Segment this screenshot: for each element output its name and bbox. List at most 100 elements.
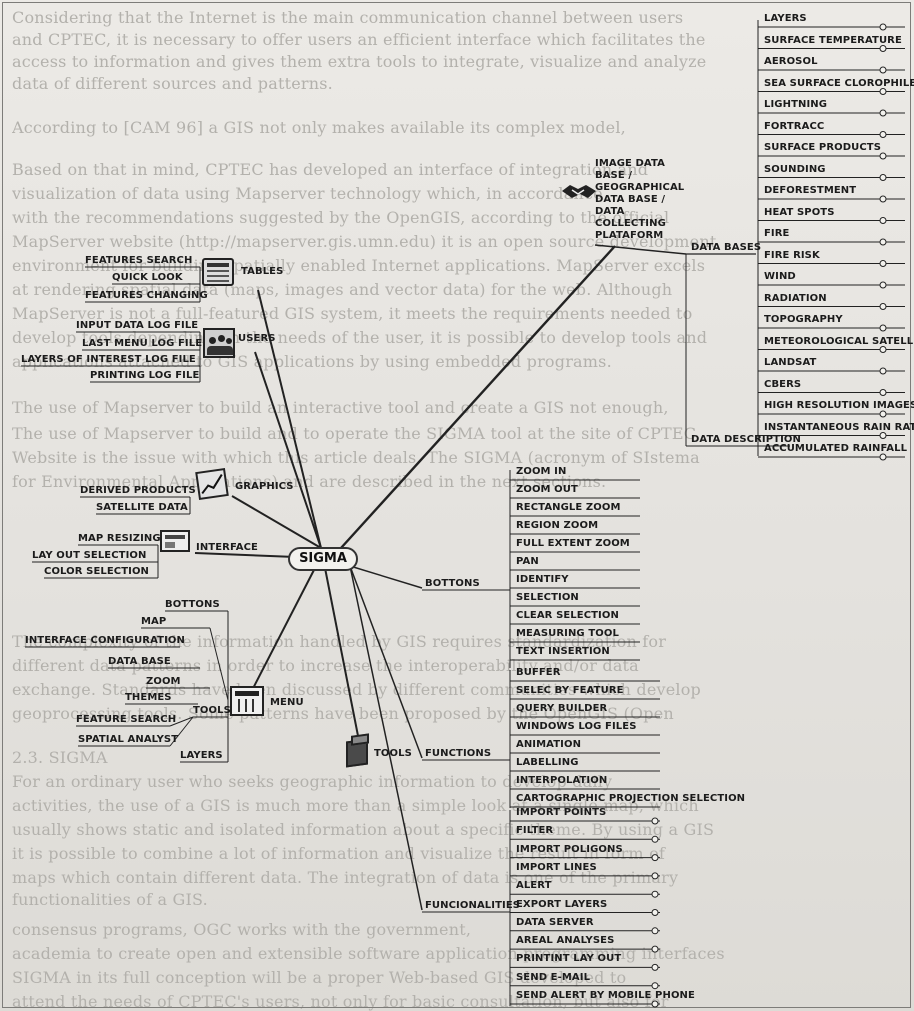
menu-data-base: DATA BASE bbox=[108, 656, 171, 667]
layer-item: SEA SURFACE CLOROPHILE bbox=[764, 77, 914, 89]
background-text-line: develop tools depending on the needs of … bbox=[12, 328, 708, 347]
background-text-line: consensus programs, OGC works with the g… bbox=[12, 920, 472, 939]
menu-layers: LAYERS bbox=[180, 750, 223, 761]
funcionality-item: ALERT bbox=[516, 880, 552, 892]
image-db-line-3: GEOGRAPHICAL bbox=[595, 182, 685, 193]
background-text-line: for Environmental Applications) and are … bbox=[12, 472, 607, 491]
layer-item: AEROSOL bbox=[764, 56, 818, 67]
background-text-line: visualization of data using Mapserver te… bbox=[12, 184, 603, 203]
menu-themes: THEMES bbox=[125, 692, 172, 703]
interface-item-lay-out-selection: LAY OUT SELECTION bbox=[32, 550, 147, 561]
menu-zoom: ZOOM bbox=[146, 676, 181, 687]
botton-item: FULL EXTENT ZOOM bbox=[516, 538, 630, 549]
background-text-line: environment for building spatially enabl… bbox=[12, 256, 706, 275]
background-text-line: at rendering spatial data (maps, images … bbox=[12, 280, 673, 299]
funcionality-item: IMPORT POINTS bbox=[516, 807, 607, 818]
menu-interface-configuration: INTERFACE CONFIGURATION bbox=[25, 635, 185, 646]
background-text-line: access to information and gives them ext… bbox=[12, 52, 707, 71]
layer-item: DEFORESTMENT bbox=[764, 185, 857, 196]
background-text-line: MapServer is not a full-featured GIS sys… bbox=[12, 304, 693, 323]
background-text-line: different data patterns in order to incr… bbox=[12, 656, 639, 675]
background-text-line: Based on that in mind, CPTEC has develop… bbox=[12, 160, 649, 179]
function-item: ANIMATION bbox=[516, 739, 582, 750]
background-text-line: According to [CAM 96] a GIS not only mak… bbox=[12, 118, 626, 137]
handshake-icon bbox=[560, 180, 598, 202]
background-text-line: MapServer website (http://mapserver.gis.… bbox=[12, 232, 717, 251]
center-node-sigma: SIGMA bbox=[288, 547, 358, 571]
background-text-line: it is possible to combine a lot of infor… bbox=[12, 844, 666, 863]
image-db-line-6: COLLECTING bbox=[595, 218, 666, 229]
funcionality-item: IMPORT LINES bbox=[516, 861, 597, 873]
graphics-icon bbox=[195, 468, 229, 500]
funcionality-item: FILTER bbox=[516, 825, 554, 837]
funcionality-item: SEND E-MAIL bbox=[516, 971, 591, 983]
botton-item: REGION ZOOM bbox=[516, 520, 599, 531]
menu-feature-search: FEATURE SEARCH bbox=[76, 714, 177, 725]
funcionality-item: SEND ALERT BY MOBILE PHONE bbox=[516, 990, 695, 1001]
menu-tools: TOOLS bbox=[193, 705, 231, 716]
function-item: QUERY BUILDER bbox=[516, 703, 608, 714]
funcionality-item: DATA SERVER bbox=[516, 916, 594, 928]
background-text-line: activities, the use of a GIS is much mor… bbox=[12, 796, 699, 815]
tables-icon bbox=[202, 258, 234, 286]
background-text-line: The use of Mapserver to build an interac… bbox=[12, 398, 669, 417]
users-title: USERS bbox=[238, 333, 276, 344]
funcionality-item: IMPORT POLIGONS bbox=[516, 843, 623, 855]
background-text-line: Considering that the Internet is the mai… bbox=[12, 8, 684, 27]
botton-item: ZOOM IN bbox=[516, 466, 567, 477]
background-text-line: SIGMA in its full conception will be a p… bbox=[12, 968, 627, 987]
background-text-line: geoprocessing tools. Some patterns have … bbox=[12, 704, 674, 723]
botton-item: RECTANGLE ZOOM bbox=[516, 502, 621, 513]
funcionality-item: EXPORT LAYERS bbox=[516, 898, 608, 910]
tables-title: TABLES bbox=[241, 266, 284, 277]
funcionalities-title: FUNCIONALITIES bbox=[425, 900, 521, 911]
tables-item-features-search: FEATURES SEARCH bbox=[85, 255, 193, 266]
botton-item: IDENTIFY bbox=[516, 574, 569, 585]
layer-item: CBERS bbox=[764, 378, 802, 390]
layer-item: INSTANTANEOUS RAIN RATE bbox=[764, 421, 914, 433]
layer-item: FIRE bbox=[764, 228, 790, 239]
background-text-line: with the recommendations suggested by th… bbox=[12, 208, 670, 227]
layer-item: FIRE RISK bbox=[764, 249, 820, 261]
graphics-item-satellite-data: SATELLITE DATA bbox=[96, 502, 188, 513]
botton-item: TEXT INSERTION bbox=[516, 646, 610, 657]
function-item: BUFFER bbox=[516, 667, 561, 678]
function-item: WINDOWS LOG FILES bbox=[516, 721, 637, 732]
tools-icon bbox=[346, 733, 369, 768]
tables-item-quick-look: QUICK LOOK bbox=[112, 272, 183, 283]
botton-item: CLEAR SELECTION bbox=[516, 610, 619, 621]
layer-item: LIGHTNING bbox=[764, 99, 828, 110]
functions-title: FUNCTIONS bbox=[425, 748, 492, 759]
layer-item: SOUNDING bbox=[764, 163, 826, 175]
image-db-line-1: IMAGE DATA bbox=[595, 158, 665, 169]
data-bases-label: DATA BASES bbox=[691, 242, 762, 253]
background-text-line: and CPTEC, it is necessary to offer user… bbox=[12, 30, 706, 49]
botton-item: SELECTION bbox=[516, 592, 579, 603]
funcionality-item: PRINTINT LAY OUT bbox=[516, 953, 622, 965]
image-db-line-5: DATA bbox=[595, 206, 625, 217]
bottons-title: BOTTONS bbox=[425, 578, 480, 589]
interface-item-color-selection: COLOR SELECTION bbox=[44, 566, 150, 577]
background-text-line: data of different sources and patterns. bbox=[12, 74, 333, 93]
tables-item-features-changing: FEATURES CHANGING bbox=[85, 290, 208, 301]
menu-bottons: BOTTONS bbox=[165, 599, 220, 610]
layer-item: HEAT SPOTS bbox=[764, 206, 835, 218]
function-item: LABELLING bbox=[516, 757, 579, 768]
background-text-line: The use of Mapserver to build and to ope… bbox=[12, 424, 697, 443]
layer-item: SURFACE TEMPERATURE bbox=[764, 34, 902, 46]
image-db-line-4: DATA BASE / bbox=[595, 194, 666, 205]
interface-item-map-resizing: MAP RESIZING bbox=[78, 533, 161, 544]
layer-item: RADIATION bbox=[764, 292, 827, 304]
users-item-printing-log: PRINTING LOG FILE bbox=[90, 370, 200, 381]
background-text-line: Website is the issue with which this art… bbox=[12, 448, 700, 467]
users-item-input-data-log: INPUT DATA LOG FILE bbox=[76, 320, 199, 331]
function-item: INTERPOLATION bbox=[516, 775, 608, 786]
interface-icon bbox=[160, 530, 190, 552]
layer-item: FORTRACC bbox=[764, 120, 825, 132]
menu-icon bbox=[230, 686, 264, 716]
background-text-line: functionalities of a GIS. bbox=[12, 890, 208, 909]
botton-item: ZOOM OUT bbox=[516, 484, 578, 495]
